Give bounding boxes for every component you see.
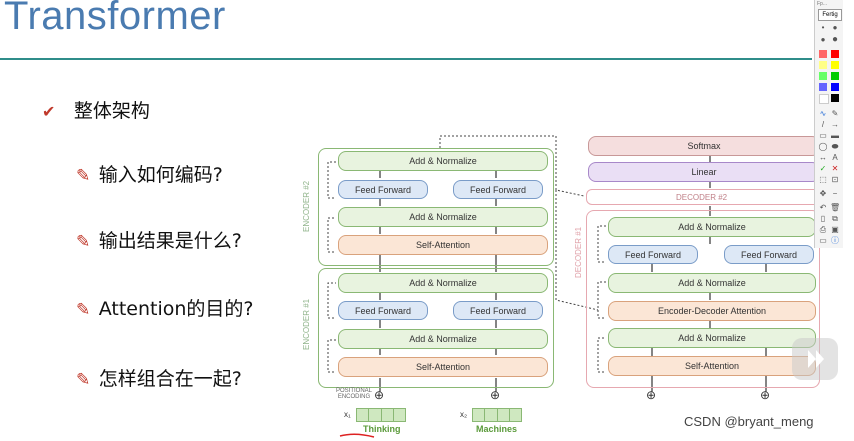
- encoder-2-container: [318, 148, 554, 266]
- cross-icon[interactable]: ✕: [831, 164, 839, 173]
- rectangle-icon[interactable]: ▭: [819, 131, 827, 140]
- media-overlay-button[interactable]: [792, 338, 838, 380]
- color-swatch[interactable]: [819, 94, 829, 104]
- plus-icon: ⊕: [760, 388, 771, 402]
- title-divider: [0, 58, 812, 60]
- arrow-icon[interactable]: →: [831, 120, 839, 129]
- enc1-feed-forward-2: Feed Forward: [453, 301, 543, 320]
- enc2-add-normalize-bottom: Add & Normalize: [338, 207, 548, 227]
- color-swatch[interactable]: [831, 94, 839, 102]
- text-icon[interactable]: A: [832, 153, 838, 162]
- checkmark-icon: ✔: [42, 104, 56, 121]
- enc1-self-attention: Self-Attention: [338, 357, 548, 377]
- color-swatch[interactable]: [831, 61, 839, 69]
- x1-embedding: [356, 408, 406, 422]
- plus-icon: ⊕: [374, 388, 385, 402]
- copy-icon[interactable]: ⧉: [832, 214, 838, 223]
- info-icon[interactable]: ⓘ: [831, 236, 839, 245]
- dec1-self-attention: Self-Attention: [608, 356, 816, 376]
- medium-dot-icon[interactable]: ●: [832, 23, 838, 32]
- pen-icon[interactable]: ✎: [831, 109, 839, 118]
- color-swatch[interactable]: [819, 50, 827, 58]
- pencil-icon: ✎: [76, 166, 91, 185]
- select-icon[interactable]: ⬚: [819, 175, 827, 184]
- print-icon[interactable]: ⎙: [819, 225, 827, 234]
- enc1-feed-forward-1: Feed Forward: [338, 301, 428, 320]
- dec1-feed-forward-2: Feed Forward: [724, 245, 814, 264]
- decoder-1-container: [586, 210, 820, 388]
- dec1-add-normalize-top: Add & Normalize: [608, 217, 816, 237]
- new-page-icon[interactable]: ▯: [820, 214, 826, 223]
- enc1-add-normalize-top: Add & Normalize: [338, 273, 548, 293]
- enc2-feed-forward-2: Feed Forward: [453, 180, 543, 199]
- encoder-1-container: [318, 268, 554, 388]
- line-icon[interactable]: /: [821, 120, 825, 129]
- move-icon[interactable]: ✥: [819, 189, 827, 198]
- enc1-add-normalize-bottom: Add & Normalize: [338, 329, 548, 349]
- double-arrow-icon[interactable]: ↔: [819, 153, 827, 162]
- x2-label: x₂: [460, 410, 468, 419]
- encoder-1-label: ENCODER #1: [302, 298, 311, 350]
- softmax-box: Softmax: [588, 136, 820, 156]
- linear-box: Linear: [588, 162, 820, 182]
- freehand-icon[interactable]: ∿: [819, 109, 827, 118]
- input-word-thinking: Thinking: [363, 424, 401, 434]
- toolbar-header: Fp...: [817, 1, 828, 7]
- watermark: CSDN @bryant_meng: [684, 414, 814, 429]
- check-icon[interactable]: ✓: [819, 164, 827, 173]
- color-swatch[interactable]: [831, 83, 839, 91]
- fertig-button[interactable]: Fertig: [818, 9, 842, 21]
- enc2-self-attention: Self-Attention: [338, 235, 548, 255]
- dec1-add-normalize-middle: Add & Normalize: [608, 273, 816, 293]
- input-word-machines: Machines: [476, 424, 518, 434]
- decoder-1-label: DECODER #1: [574, 226, 583, 278]
- enc2-feed-forward-1: Feed Forward: [338, 180, 428, 199]
- play-icon: [808, 350, 824, 368]
- slide-title: Transformer: [4, 0, 226, 38]
- x1-label: x₁: [344, 410, 351, 419]
- x2-embedding: [472, 408, 522, 422]
- pencil-icon: ✎: [76, 232, 91, 251]
- positional-encoding-label: POSITIONAL ENCODING: [335, 388, 372, 400]
- pencil-icon: ✎: [76, 370, 91, 389]
- small-dot-icon[interactable]: •: [821, 23, 825, 32]
- annotation-toolbar: Fp... Fertig • ● ● ● ∿ ✎ / → ▭ ▬ ◯ ⬬ ↔ A…: [814, 0, 843, 248]
- plus-icon: ⊕: [646, 388, 657, 402]
- bullet-3: ✎ 输出结果是什么?: [76, 230, 242, 252]
- color-swatch[interactable]: [831, 72, 839, 80]
- color-swatch[interactable]: [819, 83, 827, 91]
- trash-icon[interactable]: 🗑: [830, 203, 841, 212]
- color-swatch[interactable]: [819, 72, 827, 80]
- undo-icon[interactable]: ↶: [819, 203, 827, 212]
- large-dot-icon[interactable]: ●: [820, 35, 826, 44]
- dec1-add-normalize-bottom: Add & Normalize: [608, 328, 816, 348]
- screen-icon[interactable]: ▭: [819, 236, 827, 245]
- enc2-add-normalize-top: Add & Normalize: [338, 151, 548, 171]
- color-swatch[interactable]: [819, 61, 827, 69]
- bullet-2: ✎ 输入如何编码?: [76, 164, 223, 186]
- minus-icon[interactable]: −: [832, 189, 838, 198]
- bullet-4: ✎ Attention的目的?: [76, 298, 254, 320]
- plus-icon: ⊕: [490, 388, 501, 402]
- xlarge-dot-icon[interactable]: ●: [831, 34, 839, 45]
- bullet-5: ✎ 怎样组合在一起?: [76, 368, 242, 390]
- dec1-feed-forward-1: Feed Forward: [608, 245, 698, 264]
- filled-ellipse-icon[interactable]: ⬬: [831, 142, 839, 151]
- encoder-2-label: ENCODER #2: [302, 180, 311, 232]
- ellipse-icon[interactable]: ◯: [818, 142, 828, 151]
- save-icon[interactable]: ▣: [831, 225, 839, 234]
- dec1-encoder-decoder-attention: Encoder-Decoder Attention: [608, 301, 816, 321]
- color-swatch[interactable]: [831, 50, 839, 58]
- pencil-icon: ✎: [76, 300, 91, 319]
- bullet-1: ✔ 整体架构: [42, 100, 150, 122]
- zoom-icon[interactable]: ⊡: [831, 175, 839, 184]
- filled-rectangle-icon[interactable]: ▬: [831, 131, 839, 140]
- decoder-2-label: DECODER #2: [676, 193, 728, 202]
